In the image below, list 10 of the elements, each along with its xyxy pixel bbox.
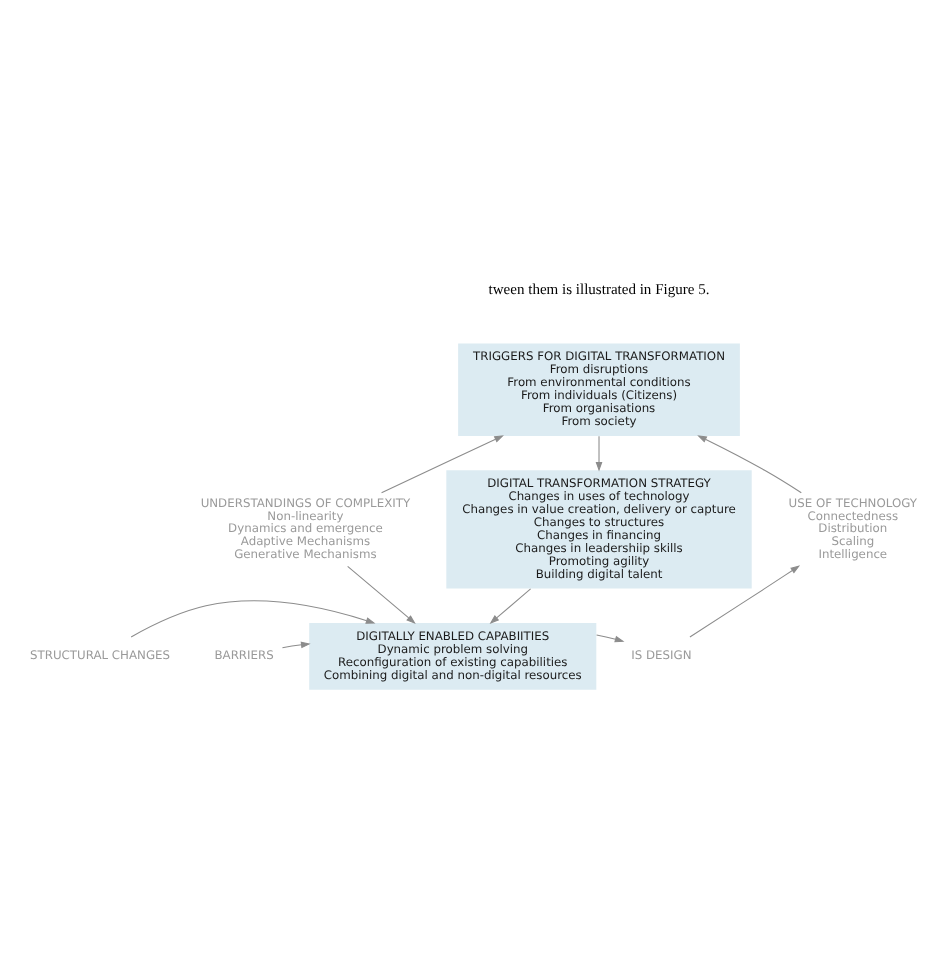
- arrow: [689, 564, 801, 637]
- arrow: [281, 640, 311, 648]
- arrow: [595, 434, 603, 471]
- arrow: [130, 599, 376, 637]
- arrow: [489, 587, 532, 623]
- arrow: [697, 434, 802, 493]
- label: tween them is illustrated in Figure 5.: [488, 278, 710, 297]
- arrow: [347, 564, 416, 623]
- arrow: [596, 633, 625, 642]
- arrow: [381, 434, 504, 493]
